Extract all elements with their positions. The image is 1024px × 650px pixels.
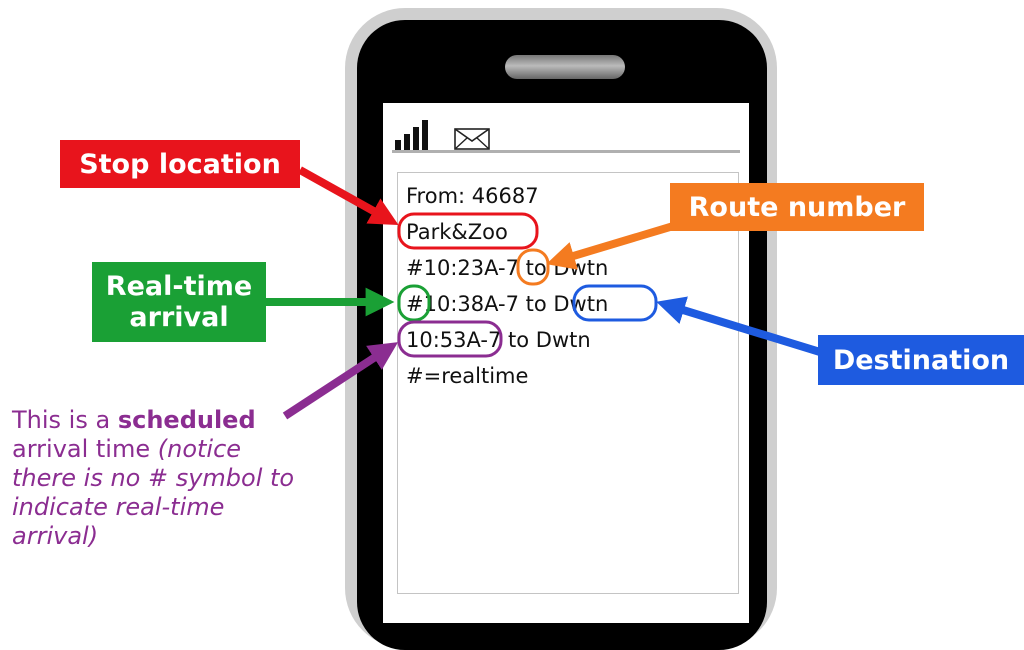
stop-location-callout: Stop location [60,140,300,188]
realtime-arrival-callout: Real-time arrival [92,262,266,342]
destination-arrow [656,296,822,356]
route-arrow [546,220,682,270]
message-box [397,172,739,594]
realtime-arrival-label-line2: arrival [129,302,229,333]
scheduled-arrow [282,342,399,420]
message-line-arrival-1: #10:23A-7 to Dwtn [406,256,609,280]
message-line-arrival-2: #10:38A-7 to Dwtn [406,292,609,316]
stop-arrow [298,166,399,226]
scheduled-highlight-oval [397,320,503,358]
message-line-stop: Park&Zoo [406,220,508,244]
realtime-arrival-label-line1: Real-time [105,271,253,302]
route-highlight-oval [516,248,550,286]
envelope-icon [454,128,490,150]
route-number-label: Route number [688,191,906,223]
destination-label: Destination [832,344,1010,376]
note-text-1: This is a [12,406,118,434]
destination-callout: Destination [818,335,1024,385]
note-text-italic: (notice there is no # symbol to indicate… [12,435,295,550]
annotation-overlay [264,166,822,420]
signal-bars-icon [395,120,428,150]
realtime-highlight-oval [397,284,431,322]
diagram: From: 46687 Park&Zoo #10:23A-7 to Dwtn #… [12,8,1024,650]
destination-highlight-oval [572,284,658,322]
message-line-from: From: 46687 [406,184,539,208]
stop-highlight-oval [397,212,539,250]
message-line-arrival-3: 10:53A-7 to Dwtn [406,328,591,352]
note-text-2: arrival time [12,435,158,463]
route-number-callout: Route number [670,183,924,231]
stop-location-label: Stop location [79,148,281,180]
status-divider [392,150,740,153]
scheduled-note: This is a scheduled arrival time (notice… [12,406,312,551]
phone-speaker [505,55,625,79]
note-text-emphasis: scheduled [117,406,256,434]
message-line-legend: #=realtime [406,364,529,388]
